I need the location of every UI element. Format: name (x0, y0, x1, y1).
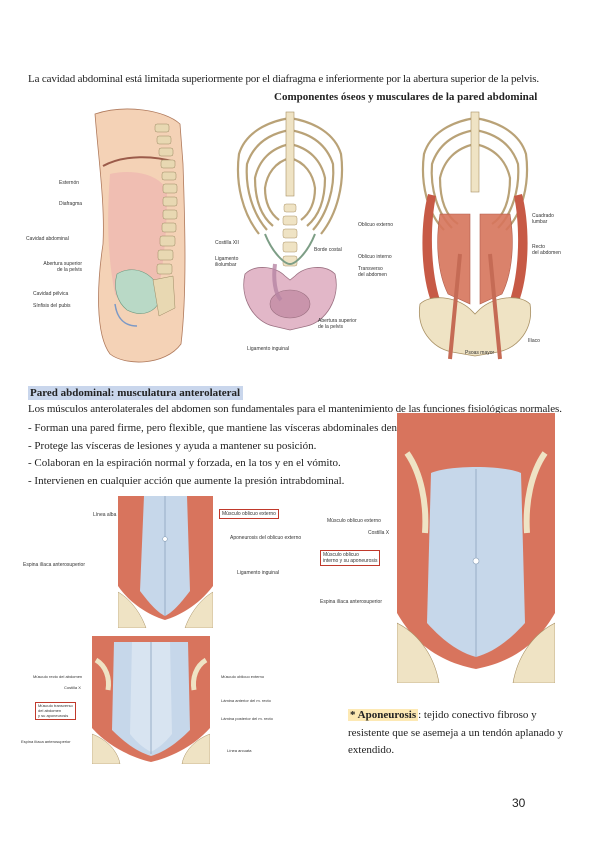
label-abertura-pelvis: Abertura superior de la pelvis (318, 319, 357, 330)
label-musculo-oblicuo-externo: Músculo oblicuo externo (219, 509, 279, 519)
label-costilla-xii: Costilla XII (215, 241, 239, 247)
external-oblique-illustration (118, 496, 213, 628)
skeleton-illustration (215, 104, 365, 354)
aponeurosis-note: * Aponeurosis: tejido conectivo fibroso … (348, 707, 580, 760)
label-transverso-box: Músculo transverso del abdomen y su apon… (35, 702, 76, 720)
section-heading: Pared abdominal: musculatura anterolater… (28, 386, 243, 400)
label-oblicuo-externo: Oblicuo externo (358, 223, 393, 229)
label-diafragma: Diafragma (59, 202, 82, 208)
label-aponeurosis-oblicuo: Aponeurosis del oblicuo externo (230, 536, 301, 542)
label-cuadrado-lumbar: Cuadrado lumbar (532, 214, 554, 225)
label-sinfisis: Sínfisis del pubis (33, 304, 71, 310)
label-espina-iliaca-3: Espina ilíaca anterosuperior (21, 740, 71, 744)
label-lamina-posterior: Lámina posterior del m. recto (221, 717, 273, 721)
label-linea-arcuata: Línea arcuata (227, 749, 251, 753)
label-tabique: Esternón (59, 181, 79, 187)
label-oblicuo-interno: Oblicuo interno (358, 255, 392, 261)
figure-external-oblique: Línea alba Músculo oblicuo externo Apone… (0, 496, 300, 628)
label-transverso: Transverso del abdomen (358, 267, 387, 278)
lateral-section-illustration (55, 104, 205, 374)
label-abertura-superior: Abertura superior de la pelvis (32, 262, 82, 273)
label-linea-alba: Línea alba (93, 513, 116, 519)
label-cavidad-abdominal: Cavidad abdominal (26, 237, 69, 243)
label-oblicuo-interno-box: Músculo oblicuo interno y su aponeurosis (320, 550, 380, 566)
transverse-illustration (92, 636, 210, 764)
label-costilla-x-2: Costilla X (64, 686, 81, 690)
aponeurosis-term: * Aponeurosis (348, 709, 418, 721)
components-title: Componentes óseos y musculares de la par… (274, 91, 537, 103)
label-ligamento-inguinal-2: Ligamento inguinal (237, 571, 279, 577)
figure-transverse: Músculo recto del abdomen Costilla X Mús… (0, 636, 300, 764)
label-espina-iliaca: Espina ilíaca anterosuperior (23, 563, 85, 569)
intro-text: La cavidad abdominal está limitada super… (28, 73, 539, 85)
internal-oblique-illustration (397, 413, 555, 683)
muscle-skeleton-illustration (380, 104, 570, 364)
figure-skeleton-muscles: Oblicuo externo Cuadrado lumbar Recto de… (380, 104, 570, 364)
label-ligamento-iliolumbar: Ligamento iliolumbar (215, 257, 238, 268)
label-cavidad-pelvica: Cavidad pélvica (33, 292, 68, 298)
figure-lateral-section: Esternón Diafragma Cavidad abdominal Abe… (55, 104, 205, 374)
label-psoas: Psoas mayor (465, 351, 494, 357)
label-costilla-x: Costilla X (368, 531, 389, 537)
label-musculo-recto: Músculo recto del abdomen (33, 675, 82, 679)
label-borde-costal: Borde costal (314, 248, 342, 254)
label-iliaco: Ilíaco (528, 339, 540, 345)
label-musculo-oblicuo-externo-2: Músculo oblicuo externo (327, 519, 381, 525)
label-lamina-anterior: Lámina anterior del m. recto (221, 699, 271, 703)
page-number: 30 (512, 796, 525, 810)
label-oblicuo-externo-3: Músculo oblicuo externo (221, 675, 264, 679)
figure-skeleton-bones: Costilla XII Borde costal Ligamento ilio… (215, 104, 365, 354)
label-espina-iliaca-2: Espina ilíaca anterosuperior (320, 600, 382, 606)
label-ligamento-inguinal: Ligamento inguinal (247, 347, 289, 353)
label-recto-abdomen: Recto del abdomen (532, 245, 561, 256)
figure-internal-oblique: Músculo oblicuo externo Costilla X Múscu… (310, 413, 585, 683)
